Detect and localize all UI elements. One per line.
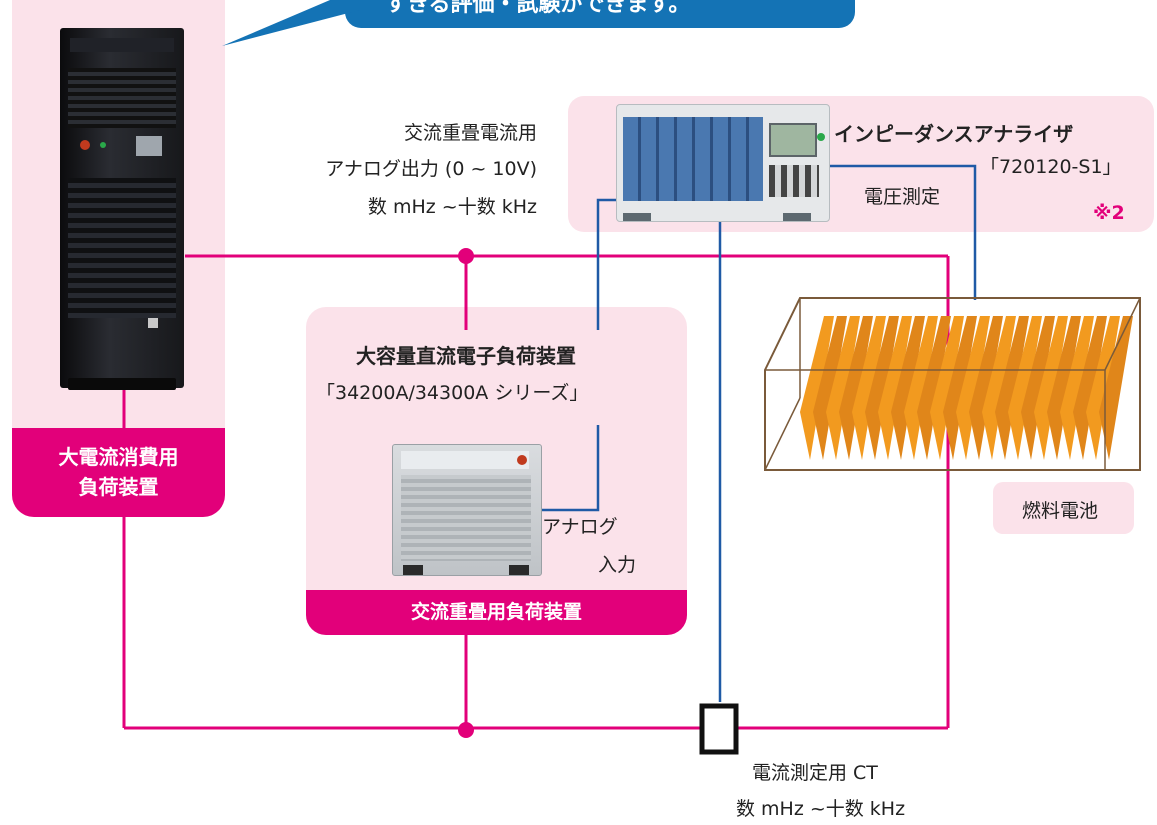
analyzer-power-icon (817, 133, 825, 141)
fuel-cell-fin (969, 316, 1003, 460)
fuel-cell-fin (956, 316, 990, 460)
left-load-label: 大電流消費用 負荷装置 (12, 428, 225, 517)
left-load-label-line2: 負荷装置 (78, 475, 159, 499)
fuel-cell-fin (865, 316, 899, 460)
voltage-measurement-label: 電圧測定 (864, 186, 941, 208)
analog-input-line2: 入力 (598, 554, 637, 576)
analog-input-line1: アナログ (542, 516, 618, 538)
power-switch-icon (80, 140, 90, 150)
fuel-cell-fin (1034, 316, 1068, 460)
fuel-cell-fin (826, 316, 860, 460)
analyzer-modules (623, 117, 763, 201)
fuel-cell-label-box (993, 482, 1134, 534)
ac-output-line2: アナログ出力 (0 ~ 10V) (325, 158, 537, 180)
fuel-cell-fin (917, 316, 951, 460)
fuel-cell-fin (1060, 316, 1094, 460)
rack-display-icon (136, 136, 162, 156)
load-feet (403, 565, 529, 575)
load-display-icon (401, 451, 529, 469)
analyzer-feet (623, 213, 823, 221)
load-power-icon (517, 455, 527, 465)
fuel-cell-fin (1047, 316, 1081, 460)
rack-vents (68, 68, 176, 128)
fuel-cell-fin (1073, 316, 1107, 460)
fuel-cell-fin (800, 316, 834, 460)
center-load-model: 「34200A/34300A シリーズ」 (316, 382, 589, 404)
signal-wires (530, 164, 977, 702)
junction-bottom (458, 722, 474, 738)
fuel-cell-fin (1099, 316, 1133, 460)
left-load-label-line1: 大電流消費用 (58, 445, 179, 469)
center-load-title: 大容量直流電子負荷装置 (356, 344, 576, 368)
analyzer-note: ※2 (1093, 202, 1125, 224)
ac-output-line1: 交流重畳電流用 (403, 122, 537, 144)
analyzer-screen-icon (769, 123, 817, 157)
fuel-cell-fin (813, 316, 847, 460)
rack-header-icon (70, 38, 174, 52)
fuel-cell-fin (930, 316, 964, 460)
fuel-cell-fin (1086, 316, 1120, 460)
indicator-icon (100, 142, 106, 148)
fuel-cell-fin (891, 316, 925, 460)
callout-bubble: すきる評価・試験ができます。 (345, 0, 855, 28)
fuel-cell-fin (1008, 316, 1042, 460)
ct-label-line2: 数 mHz ~十数 kHz (736, 798, 906, 820)
ct-sensor (699, 703, 739, 755)
impedance-analyzer-device (616, 104, 830, 222)
rack-load-device (60, 28, 184, 390)
center-load-label-text: 交流重畳用負荷装置 (410, 601, 582, 623)
callout-text: すきる評価・試験ができます。 (385, 0, 691, 17)
rack-port-icon (148, 318, 158, 328)
fuel-cell-label: 燃料電池 (1022, 500, 1099, 522)
center-load-label: 交流重畳用負荷装置 (306, 590, 687, 635)
power-wires (122, 254, 950, 730)
rack-vents-lower (68, 178, 176, 318)
fuel-cell-fin (878, 316, 912, 460)
fuel-cell-fin (852, 316, 886, 460)
fuel-cell-fin (982, 316, 1016, 460)
ct-label-line1: 電流測定用 CT (752, 762, 878, 784)
dc-electronic-load-device (392, 444, 542, 576)
fuel-cell-fin (839, 316, 873, 460)
fuel-cell-fin (1021, 316, 1055, 460)
fuel-cell-stack (764, 297, 1141, 471)
ac-output-line3: 数 mHz ~十数 kHz (367, 196, 537, 218)
rack-feet (68, 378, 176, 390)
junction-top (458, 248, 474, 264)
fuel-cell-fin (943, 316, 977, 460)
analyzer-model: 「720120-S1」 (980, 156, 1122, 178)
fuel-cell-fin (904, 316, 938, 460)
callout-tail (222, 0, 360, 46)
load-vents (401, 475, 531, 561)
analyzer-name: インピーダンスアナライザ (834, 122, 1074, 146)
analyzer-knobs-icon (769, 165, 819, 197)
fuel-cell-fin (995, 316, 1029, 460)
